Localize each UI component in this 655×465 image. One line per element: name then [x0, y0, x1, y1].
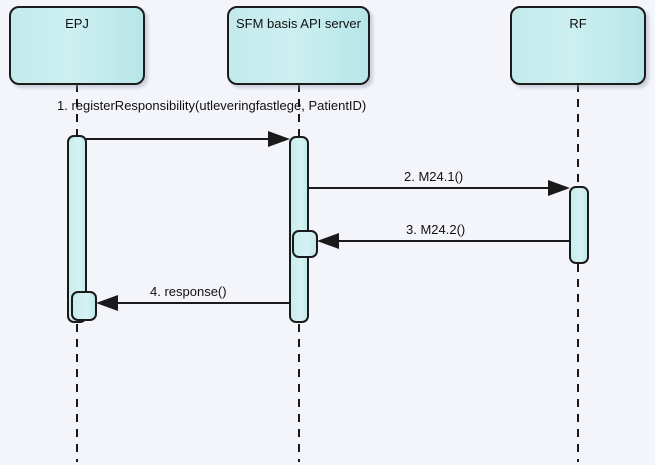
- activation-rf-main: [569, 186, 589, 264]
- activation-epj-nested: [71, 291, 97, 321]
- message-arrow-1[interactable]: [86, 131, 290, 147]
- lifelines: [76, 84, 579, 462]
- activation-epj-main: [67, 135, 87, 323]
- message-arrow-3[interactable]: [317, 233, 570, 249]
- activation-sfm-nested: [292, 230, 318, 258]
- participant-box-epj[interactable]: [9, 6, 145, 85]
- activation-sfm-main: [289, 136, 309, 323]
- activation-bars: [67, 135, 589, 323]
- participant-box-sfm[interactable]: [227, 6, 370, 85]
- message-arrow-4[interactable]: [96, 295, 290, 311]
- message-arrow-2[interactable]: [308, 180, 570, 196]
- message-arrows: [86, 131, 570, 311]
- participant-box-rf[interactable]: [510, 6, 646, 85]
- participant-boxes: [9, 6, 646, 85]
